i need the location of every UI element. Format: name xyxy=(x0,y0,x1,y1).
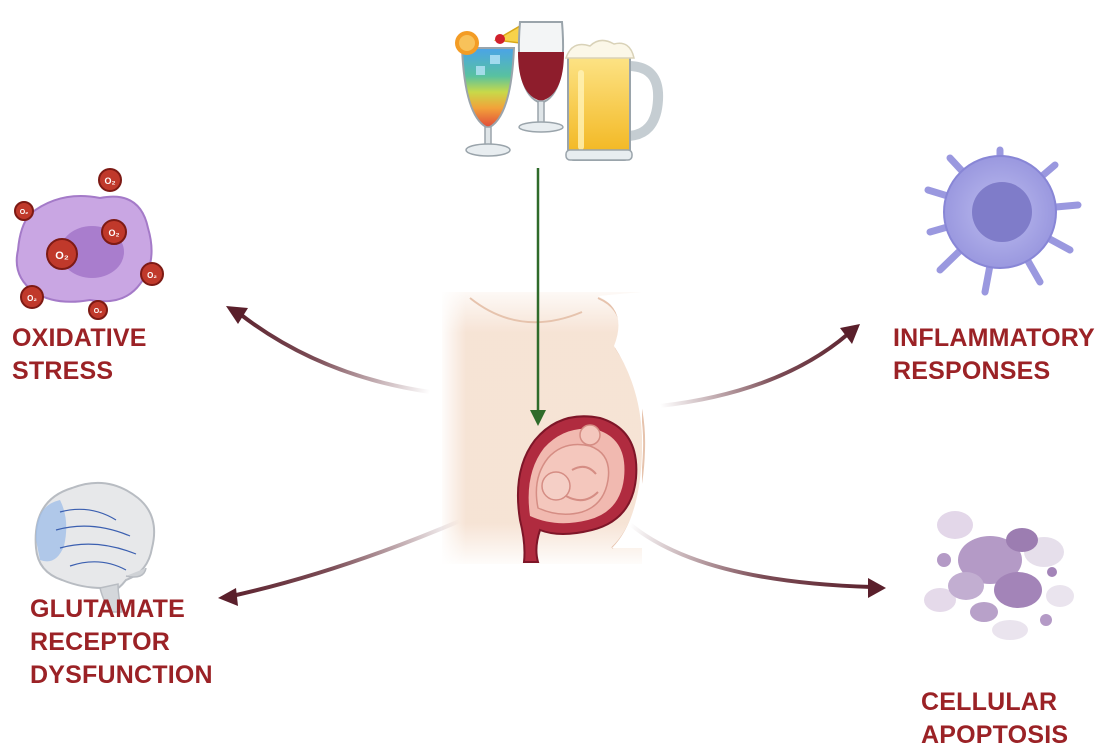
arrow-to-cellular-apoptosis xyxy=(630,524,886,598)
cocktail-glass-icon xyxy=(455,26,528,156)
arrow-to-glutamate-receptor-dysfunction xyxy=(218,520,462,606)
oxygen-label: O₂ xyxy=(109,228,120,238)
label-line: RECEPTOR xyxy=(30,626,213,659)
label-line: RESPONSES xyxy=(893,355,1095,388)
label-cellular-apoptosis: CELLULAR APOPTOSIS xyxy=(921,686,1068,746)
oxygen-label: O₂ xyxy=(27,294,37,303)
label-line: STRESS xyxy=(12,355,147,388)
oxidative-cell-icon xyxy=(15,169,163,319)
label-glutamate-receptor-dysfunction: GLUTAMATE RECEPTOR DYSFUNCTION xyxy=(30,593,213,692)
wine-glass-icon xyxy=(518,22,564,132)
oxygen-label: O₂ xyxy=(105,176,116,186)
label-line: INFLAMMATORY xyxy=(893,322,1095,355)
oxygen-label: O₂ xyxy=(147,271,157,280)
label-line: CELLULAR xyxy=(921,686,1068,719)
label-line: DYSFUNCTION xyxy=(30,659,213,692)
label-inflammatory-responses: INFLAMMATORY RESPONSES xyxy=(893,322,1095,388)
immune-cell-icon xyxy=(928,150,1078,292)
arrow-to-oxidative-stress xyxy=(226,306,430,392)
label-line: GLUTAMATE xyxy=(30,593,213,626)
oxygen-label: O₂ xyxy=(20,209,29,216)
arrow-to-inflammatory-responses xyxy=(660,324,860,406)
oxygen-label: O₂ xyxy=(55,250,69,262)
beer-mug-icon xyxy=(566,40,658,160)
apoptotic-cells-icon xyxy=(924,511,1074,640)
label-line: APOPTOSIS xyxy=(921,719,1068,746)
label-line: OXIDATIVE xyxy=(12,322,147,355)
label-oxidative-stress: OXIDATIVE STRESS xyxy=(12,322,147,388)
oxygen-label: O₂ xyxy=(94,308,103,315)
